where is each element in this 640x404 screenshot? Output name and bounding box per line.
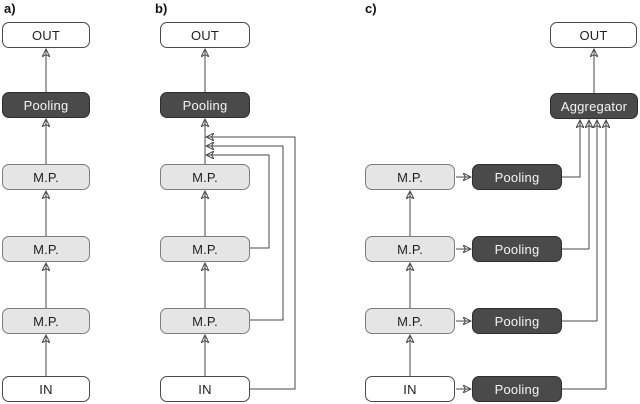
- node-b-pooling: Pooling: [160, 92, 250, 118]
- node-a-mp1: M.P.: [2, 164, 90, 190]
- node-c-pooling3: Pooling: [472, 308, 562, 334]
- node-a-out: OUT: [2, 22, 90, 48]
- node-a-pooling: Pooling: [2, 92, 90, 118]
- node-a-mp2: M.P.: [2, 236, 90, 262]
- wire-c-pooling2-to-aggregator: [562, 120, 589, 250]
- wire-c-pooling1-to-aggregator: [562, 120, 580, 178]
- node-a-mp3: M.P.: [2, 308, 90, 334]
- node-c-out: OUT: [550, 22, 637, 48]
- node-b-out: OUT: [160, 22, 250, 48]
- panel-a-label: a): [4, 1, 16, 16]
- node-c-mp2: M.P.: [365, 236, 455, 262]
- node-b-in: IN: [160, 376, 250, 402]
- node-b-mp3: M.P.: [160, 308, 250, 334]
- node-c-in: IN: [365, 376, 455, 402]
- node-c-pooling4: Pooling: [472, 376, 562, 402]
- node-c-pooling2: Pooling: [472, 236, 562, 262]
- node-c-pooling1: Pooling: [472, 164, 562, 190]
- wire-c-pooling4-to-aggregator: [562, 120, 606, 390]
- node-c-aggregator: Aggregator: [550, 93, 638, 119]
- node-a-in: IN: [2, 376, 90, 402]
- node-b-mp1: M.P.: [160, 164, 250, 190]
- node-c-mp1: M.P.: [365, 164, 455, 190]
- node-c-mp3: M.P.: [365, 308, 455, 334]
- panel-b-label: b): [155, 1, 168, 16]
- node-b-mp2: M.P.: [160, 236, 250, 262]
- panel-c-label: c): [365, 1, 377, 16]
- wire-c-pooling3-to-aggregator: [562, 120, 597, 322]
